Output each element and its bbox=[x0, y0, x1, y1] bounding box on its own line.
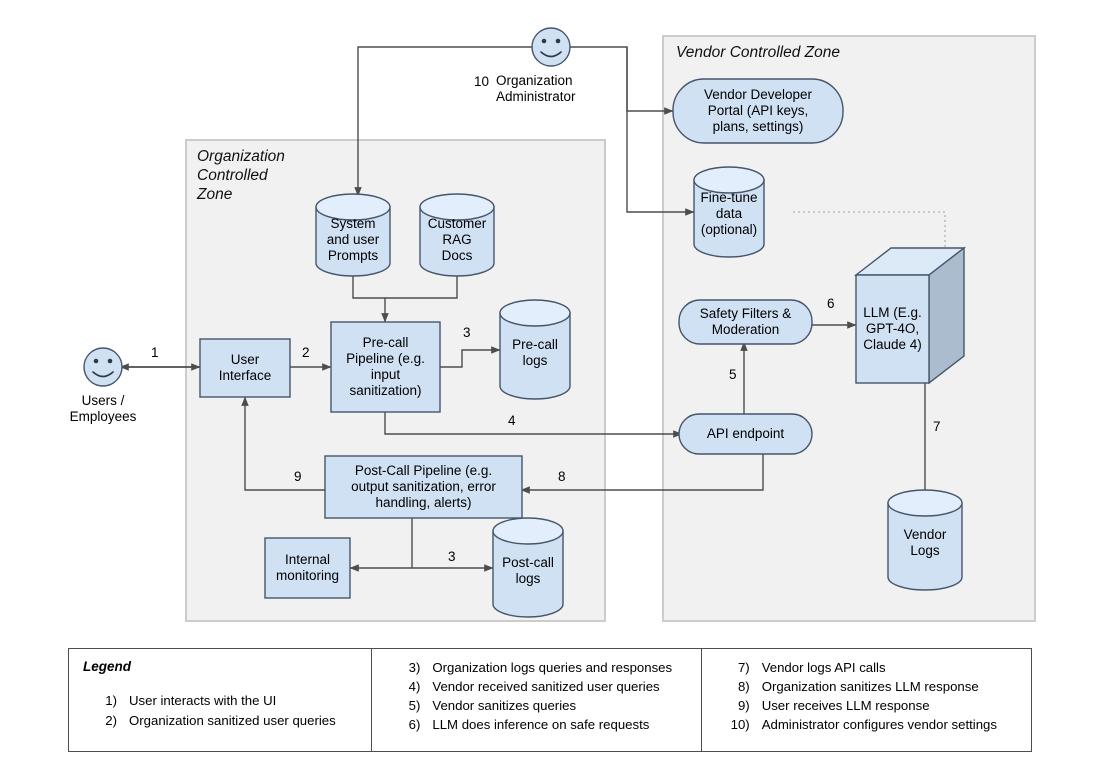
edge-label-10: 10 bbox=[474, 74, 490, 89]
legend-item-text: Vendor received sanitized user queries bbox=[432, 679, 660, 694]
node-vendor-logs[interactable] bbox=[887, 489, 963, 591]
edge-9-postcall-to-ui bbox=[241, 396, 325, 491]
legend-item: 1) User interacts with the UI bbox=[83, 692, 359, 710]
edge-10-admin-to-finetune bbox=[626, 47, 695, 216]
edge-4-precall-to-api bbox=[384, 412, 683, 438]
legend-item-number: 4) bbox=[408, 679, 421, 694]
legend-item: 7) Vendor logs API calls bbox=[716, 659, 1019, 677]
legend-item-number: 7) bbox=[737, 660, 750, 675]
node-safety-filters-moderation[interactable] bbox=[678, 299, 813, 345]
edge-prompts-to-precall bbox=[352, 275, 389, 323]
legend-item: 4) Vendor received sanitized user querie… bbox=[386, 678, 688, 696]
node-post-call-pipeline[interactable] bbox=[324, 455, 523, 519]
edge-label-6: 6 bbox=[827, 296, 835, 311]
legend-item-number: 1) bbox=[105, 693, 117, 708]
edge-rag-to-precall bbox=[385, 275, 458, 299]
actor-label-organization-administrator: Organization Administrator bbox=[496, 73, 576, 104]
zone-title-vendor: Vendor Controlled Zone bbox=[676, 44, 840, 61]
edge-label-1: 1 bbox=[151, 345, 159, 360]
edge-label-9: 9 bbox=[294, 469, 302, 484]
legend-panel: Legend 1) User interacts with the UI 2) … bbox=[68, 648, 1032, 752]
legend-item: 5) Vendor sanitizes queries bbox=[386, 697, 688, 715]
node-pre-call-pipeline[interactable] bbox=[330, 321, 441, 413]
legend-item-number: 2) bbox=[105, 713, 117, 728]
legend-item-text: Vendor logs API calls bbox=[761, 660, 886, 675]
legend-item-text: LLM does inference on safe requests bbox=[432, 717, 650, 732]
zone-title-organization: Organization Controlled Zone bbox=[197, 148, 285, 203]
legend-item-number: 8) bbox=[737, 679, 750, 694]
legend-column-1: Legend 1) User interacts with the UI 2) … bbox=[69, 649, 373, 751]
node-post-call-logs[interactable] bbox=[492, 517, 564, 618]
node-vendor-developer-portal[interactable] bbox=[672, 78, 844, 144]
legend-item: 2) Organization sanitized user queries bbox=[83, 712, 359, 730]
actor-organization-administrator bbox=[531, 27, 571, 67]
legend-item: 9) User receives LLM response bbox=[716, 697, 1019, 715]
node-pre-call-logs[interactable] bbox=[499, 299, 571, 400]
edge-3-precall-to-logs bbox=[440, 346, 501, 368]
legend-item: 10) Administrator configures vendor sett… bbox=[716, 716, 1019, 734]
legend-item-number: 5) bbox=[408, 698, 421, 713]
legend-item-text: Organization sanitizes LLM response bbox=[761, 679, 979, 694]
node-internal-monitoring[interactable] bbox=[264, 537, 351, 599]
node-user-interface[interactable] bbox=[199, 338, 291, 398]
legend-item-text: Organization logs queries and responses bbox=[432, 660, 673, 675]
node-llm[interactable] bbox=[853, 246, 967, 385]
edge-10-admin-to-prompts bbox=[354, 46, 534, 197]
edge-8-api-to-postcall bbox=[520, 452, 764, 494]
legend-title: Legend bbox=[83, 659, 132, 674]
legend-item: 8) Organization sanitizes LLM response bbox=[716, 678, 1019, 696]
legend-item-number: 6) bbox=[408, 717, 421, 732]
edge-label-2: 2 bbox=[302, 345, 310, 360]
legend-item-number: 9) bbox=[737, 698, 750, 713]
legend-item-text: User interacts with the UI bbox=[129, 693, 277, 708]
edge-label-3-pre: 3 bbox=[463, 325, 471, 340]
node-api-endpoint[interactable] bbox=[678, 413, 813, 455]
legend-item-text: Organization sanitized user queries bbox=[129, 713, 336, 728]
node-fine-tune-data[interactable] bbox=[693, 166, 765, 258]
edge-finetune-to-llm-dotted bbox=[793, 211, 946, 258]
legend-item-number: 3) bbox=[408, 660, 421, 675]
node-system-user-prompts[interactable] bbox=[315, 193, 391, 277]
legend-column-2: 3) Organization logs queries and respons… bbox=[372, 649, 702, 751]
legend-item-text: User receives LLM response bbox=[761, 698, 930, 713]
actor-label-users-employees: Users / Employees bbox=[69, 393, 137, 424]
edge-label-5: 5 bbox=[729, 367, 737, 382]
node-customer-rag-docs[interactable] bbox=[419, 193, 495, 277]
legend-column-3: 7) Vendor logs API calls 8) Organization… bbox=[702, 649, 1031, 751]
legend-item-text: Vendor sanitizes queries bbox=[432, 698, 577, 713]
legend-item-text: Administrator configures vendor settings bbox=[761, 717, 997, 732]
legend-item-number: 10) bbox=[730, 717, 750, 732]
legend-item: 6) LLM does inference on safe requests bbox=[386, 716, 688, 734]
legend-item: 3) Organization logs queries and respons… bbox=[386, 659, 688, 677]
edge-label-3-post: 3 bbox=[448, 549, 456, 564]
actor-users-employees bbox=[83, 347, 123, 387]
edge-label-7: 7 bbox=[933, 419, 941, 434]
edge-label-4: 4 bbox=[508, 413, 516, 428]
edge-label-8: 8 bbox=[558, 469, 566, 484]
